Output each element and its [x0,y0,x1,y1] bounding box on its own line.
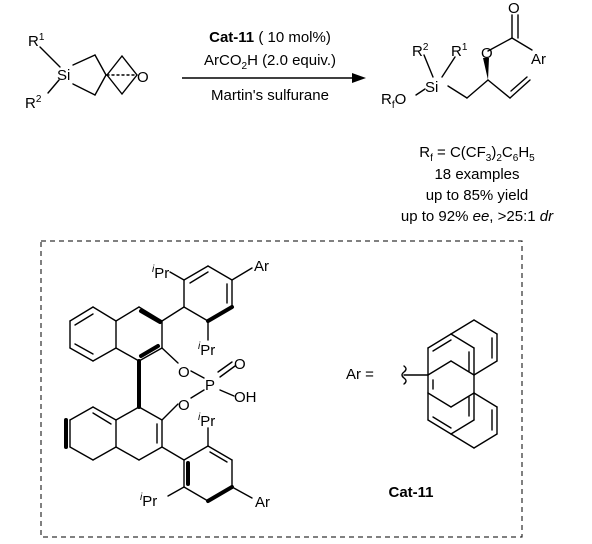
examples-count: 18 examples [434,166,519,183]
product-ar: Ar [531,51,546,68]
ar-definition: Ar = [346,319,498,449]
ar-top: Ar [254,258,269,275]
reagent-sulfurane: Martin's sulfurane [211,87,329,104]
phosphate-oh: OH [234,389,257,406]
catalyst-box [40,240,523,538]
catalyst-structure: iPr Ar iPr O O P O OH iPr iPr Ar [64,258,270,511]
ipr-upper-inner: iPr [198,341,215,359]
substrate-r1: R1 [28,32,45,50]
product-si: Si [425,79,438,96]
product-r2: R2 [412,42,429,60]
rf-definition: Rf = C(CF3)2C6H5 [419,144,535,164]
reaction-arrowhead [352,73,366,83]
phosphoryl-o: O [234,356,246,373]
max-yield: up to 85% yield [426,187,529,204]
product-carbonyl-o: O [508,0,520,17]
substrate-epoxide-o: O [137,69,149,86]
catalyst-loading: Cat-11 ( 10 mol%) [209,29,331,46]
substrate-structure: R1 R2 Si O [25,32,149,112]
product-r1: R1 [451,42,468,60]
results-summary: Rf = C(CF3)2C6H5 18 examples up to 85% y… [401,144,554,225]
phosphorus: P [205,377,215,394]
ar-bottom: Ar [255,494,270,511]
ipr-lower-inner: iPr [198,412,215,430]
phosphate-o2: O [178,397,190,414]
product-structure: O Ar O R2 R1 Si RfO [381,0,546,111]
selectivity: up to 92% ee, >25:1 dr [401,208,554,225]
catalyst-name: Cat-11 [388,484,433,501]
product-rf-o: RfO [381,91,406,111]
ar-equals: Ar = [346,366,374,383]
ipr-bottom: iPr [140,492,157,510]
reaction-conditions: Cat-11 ( 10 mol%) ArCO2H (2.0 equiv.) Ma… [182,29,366,104]
ipr-top: iPr [152,264,169,282]
substrate-r2: R2 [25,94,42,112]
substrate-si: Si [57,67,70,84]
product-ester-o: O [481,45,493,62]
acid-equiv: ArCO2H (2.0 equiv.) [204,52,336,72]
phosphate-o1: O [178,364,190,381]
attachment-wavy-bond [401,365,407,385]
